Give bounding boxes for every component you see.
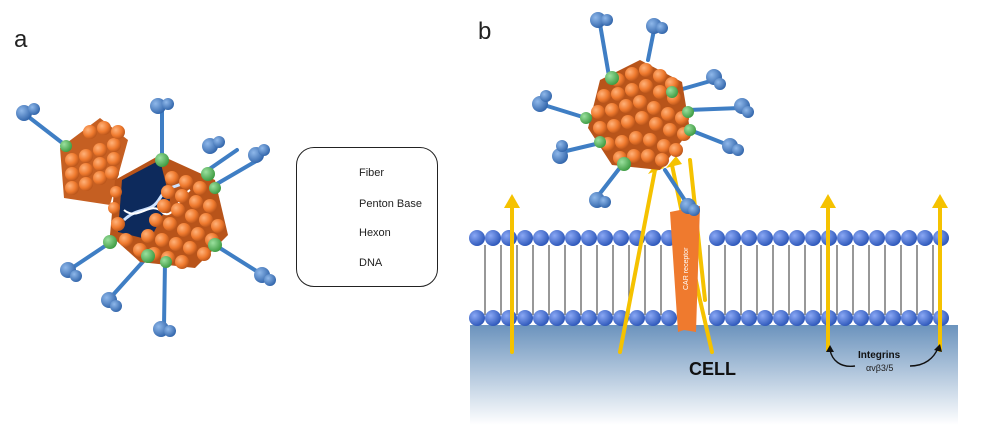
legend-label-fiber: Fiber	[359, 167, 385, 179]
panel-label-b: b	[478, 18, 492, 45]
membrane-tails	[484, 245, 934, 315]
integrins-label: Integrins	[858, 350, 901, 361]
cell-label: CELL	[689, 359, 736, 379]
legend-item-fiber: Fiber	[297, 164, 437, 184]
panel-label-a: a	[14, 26, 28, 53]
cytoplasm	[470, 325, 958, 425]
membrane-heads	[469, 230, 949, 326]
legend-item-penton-base: Penton Base	[297, 195, 437, 215]
virus-b	[532, 12, 754, 216]
car-receptor-label: CAR receptor	[683, 247, 690, 290]
legend-label-hexon: Hexon	[359, 227, 391, 239]
legend-label-dna: DNA	[359, 257, 383, 269]
car-receptor	[670, 206, 700, 332]
legend-item-hexon: Hexon	[297, 224, 437, 244]
virus-a	[16, 98, 276, 337]
legend-item-dna: DNA	[297, 254, 437, 274]
integrins-subunits: αvβ3/5	[866, 363, 894, 373]
legend: Fiber Penton Base Hexon DNA	[296, 147, 438, 287]
legend-label-penton-base: Penton Base	[359, 198, 422, 210]
